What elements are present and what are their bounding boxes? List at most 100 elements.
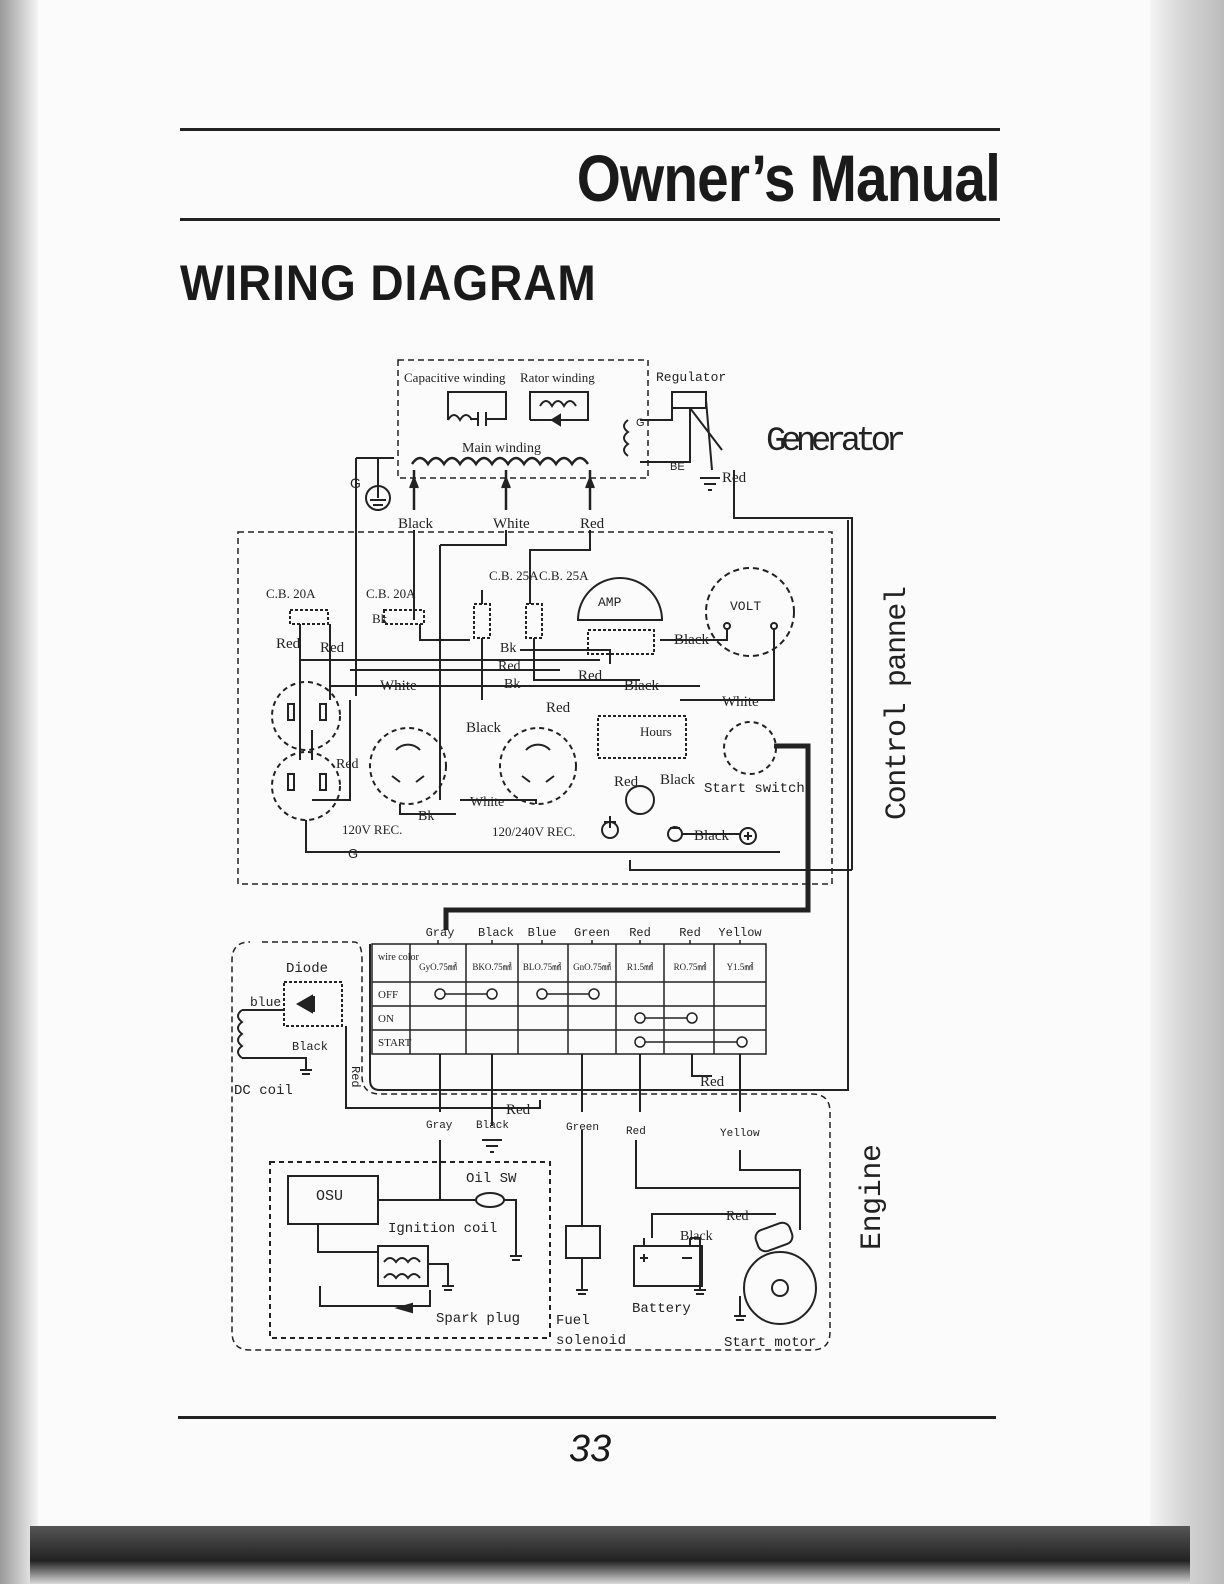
receptacle-120v-top	[271, 681, 341, 751]
diode-box	[283, 981, 343, 1027]
cb-25a-right-label: C.B. 25A	[539, 568, 589, 583]
dc-coil-label: DC coil	[234, 1083, 293, 1099]
ignition-coil-label: Ignition coil	[388, 1221, 497, 1237]
ignition-coil	[377, 1245, 429, 1287]
table-row-label: START	[378, 1037, 412, 1049]
receptacle-red-label: Red	[336, 757, 359, 772]
table-red-output-label: Red	[700, 1074, 725, 1090]
regulator-g-label: G	[636, 417, 645, 429]
engine-black-label: Black	[476, 1120, 509, 1132]
ignition-box	[269, 1161, 551, 1339]
fuel-solenoid-label: solenoid	[556, 1333, 626, 1349]
control-panel-section: Control pannel C.B. 20A C.B. 20A C.B. 25…	[237, 530, 915, 930]
hours-red-wire-label: Red	[614, 774, 639, 790]
table-column-header: GnO.75㎟	[573, 962, 611, 972]
table-column-header: BLO.75㎟	[523, 962, 561, 972]
engine-yellow-label: Yellow	[720, 1128, 760, 1140]
receptacle-120v-label: 120V REC.	[342, 822, 402, 837]
bus-black-label: Black	[624, 678, 659, 694]
page-binding-shadow	[0, 0, 38, 1584]
battery-terminal-circle	[625, 785, 655, 815]
generator-g-wire	[355, 457, 394, 696]
hours-meter-label: Hours	[640, 724, 672, 739]
regulator-box	[671, 391, 707, 409]
hours-black-wire-label: Black	[660, 772, 695, 788]
main-winding-label: Main winding	[462, 441, 541, 456]
generator-section-label: Generator	[766, 423, 906, 461]
spark-plug-label: Spark plug	[436, 1311, 520, 1327]
page-number: 33	[568, 1428, 612, 1470]
diode-symbol	[295, 994, 315, 1014]
cb-25a-left-label: C.B. 25A	[489, 568, 539, 583]
start-switch-harness	[443, 743, 811, 930]
bus-bk-label-1: Bk	[500, 641, 516, 656]
dc-coil-symbol	[237, 1009, 244, 1059]
lead-red-label: Red	[580, 516, 605, 532]
ground-terminal-icon	[739, 827, 757, 845]
twistlock-receptacle-right	[499, 727, 577, 805]
cb-20a-right-label: C.B. 20A	[366, 586, 416, 601]
harness-wire-label: Green	[574, 926, 610, 940]
rotor-winding-coil	[529, 391, 589, 421]
regulator-to-panel-wire	[733, 470, 853, 870]
page-bottom-shadow	[30, 1526, 1190, 1584]
amp-meter	[576, 577, 664, 621]
twistlock-white-label: White	[470, 795, 504, 810]
engine-section: Engine Diode blue Black Red DC coil Red …	[231, 520, 890, 1351]
osu-label: OSU	[316, 1188, 343, 1205]
engine-red-label: Red	[626, 1126, 646, 1138]
receptacle-120v-bottom	[271, 751, 341, 821]
diode-black-label: Black	[292, 1040, 328, 1054]
terminal-black-wire-label: Black	[694, 828, 729, 844]
volt-black-wire-label: Black	[674, 632, 709, 648]
volt-white-wire-label: White	[722, 694, 759, 710]
table-row-label: ON	[378, 1013, 394, 1025]
regulator-label: Regulator	[656, 370, 726, 385]
fuel-solenoid	[565, 1225, 601, 1259]
table-row-label: OFF	[378, 989, 398, 1001]
engine-gray-label: Gray	[426, 1120, 453, 1132]
cb-20a-right	[383, 609, 425, 625]
switch-table-frame	[371, 943, 767, 1055]
start-motor	[743, 1251, 817, 1325]
oil-switch-icon	[475, 1192, 505, 1208]
diode-return-red-label: Red	[506, 1102, 531, 1118]
section-title: WIRING DIAGRAM	[180, 255, 597, 311]
negative-terminal-icon	[667, 826, 683, 842]
bus-red-label-3: Red	[546, 700, 571, 716]
harness-wire-label: Red	[629, 926, 651, 940]
capacitor-symbol	[470, 412, 506, 426]
switch-table-header: wire color	[378, 952, 419, 963]
start-motor-label: Start motor	[724, 1335, 816, 1351]
engine-ground-icon	[482, 1139, 502, 1153]
volt-meter	[705, 567, 795, 657]
table-column-header: GyO.75㎟	[419, 962, 457, 972]
battery	[633, 1245, 703, 1287]
start-switch[interactable]	[723, 721, 777, 775]
bus-bk-label-2: Bk	[504, 677, 520, 692]
regulator-coil	[623, 419, 630, 457]
diode-label: Diode	[286, 961, 328, 977]
start-switch-label: Start switch	[704, 781, 805, 797]
generator-section: Capacitive winding Rator winding Main wi…	[350, 359, 906, 870]
spark-plug-icon	[394, 1302, 413, 1314]
diode-blue-label: blue	[250, 995, 281, 1010]
document-title: Owner’s Manual	[576, 141, 1001, 215]
start-motor-solenoid	[754, 1221, 794, 1253]
harness-wire-label: Gray	[426, 926, 455, 940]
twistlock-receptacle-left	[369, 727, 447, 805]
lead-white-label: White	[493, 516, 530, 532]
cb-left-red-label-2: Red	[320, 640, 345, 656]
harness-wire-label: Black	[478, 926, 514, 940]
generator-winding-box	[397, 359, 649, 479]
volt-meter-label: VOLT	[730, 599, 761, 614]
bus-red-label-1: Red	[498, 659, 521, 674]
harness-wire-label: Red	[679, 926, 701, 940]
lead-black-label: Black	[398, 516, 433, 532]
table-column-header: Y1.5㎟	[727, 962, 754, 972]
oil-switch-label: Oil SW	[466, 1171, 517, 1187]
fuel-solenoid-label-line1: Fuel	[556, 1313, 590, 1329]
bus-white-label: White	[380, 678, 417, 694]
panel-ground-label: G	[348, 846, 358, 861]
